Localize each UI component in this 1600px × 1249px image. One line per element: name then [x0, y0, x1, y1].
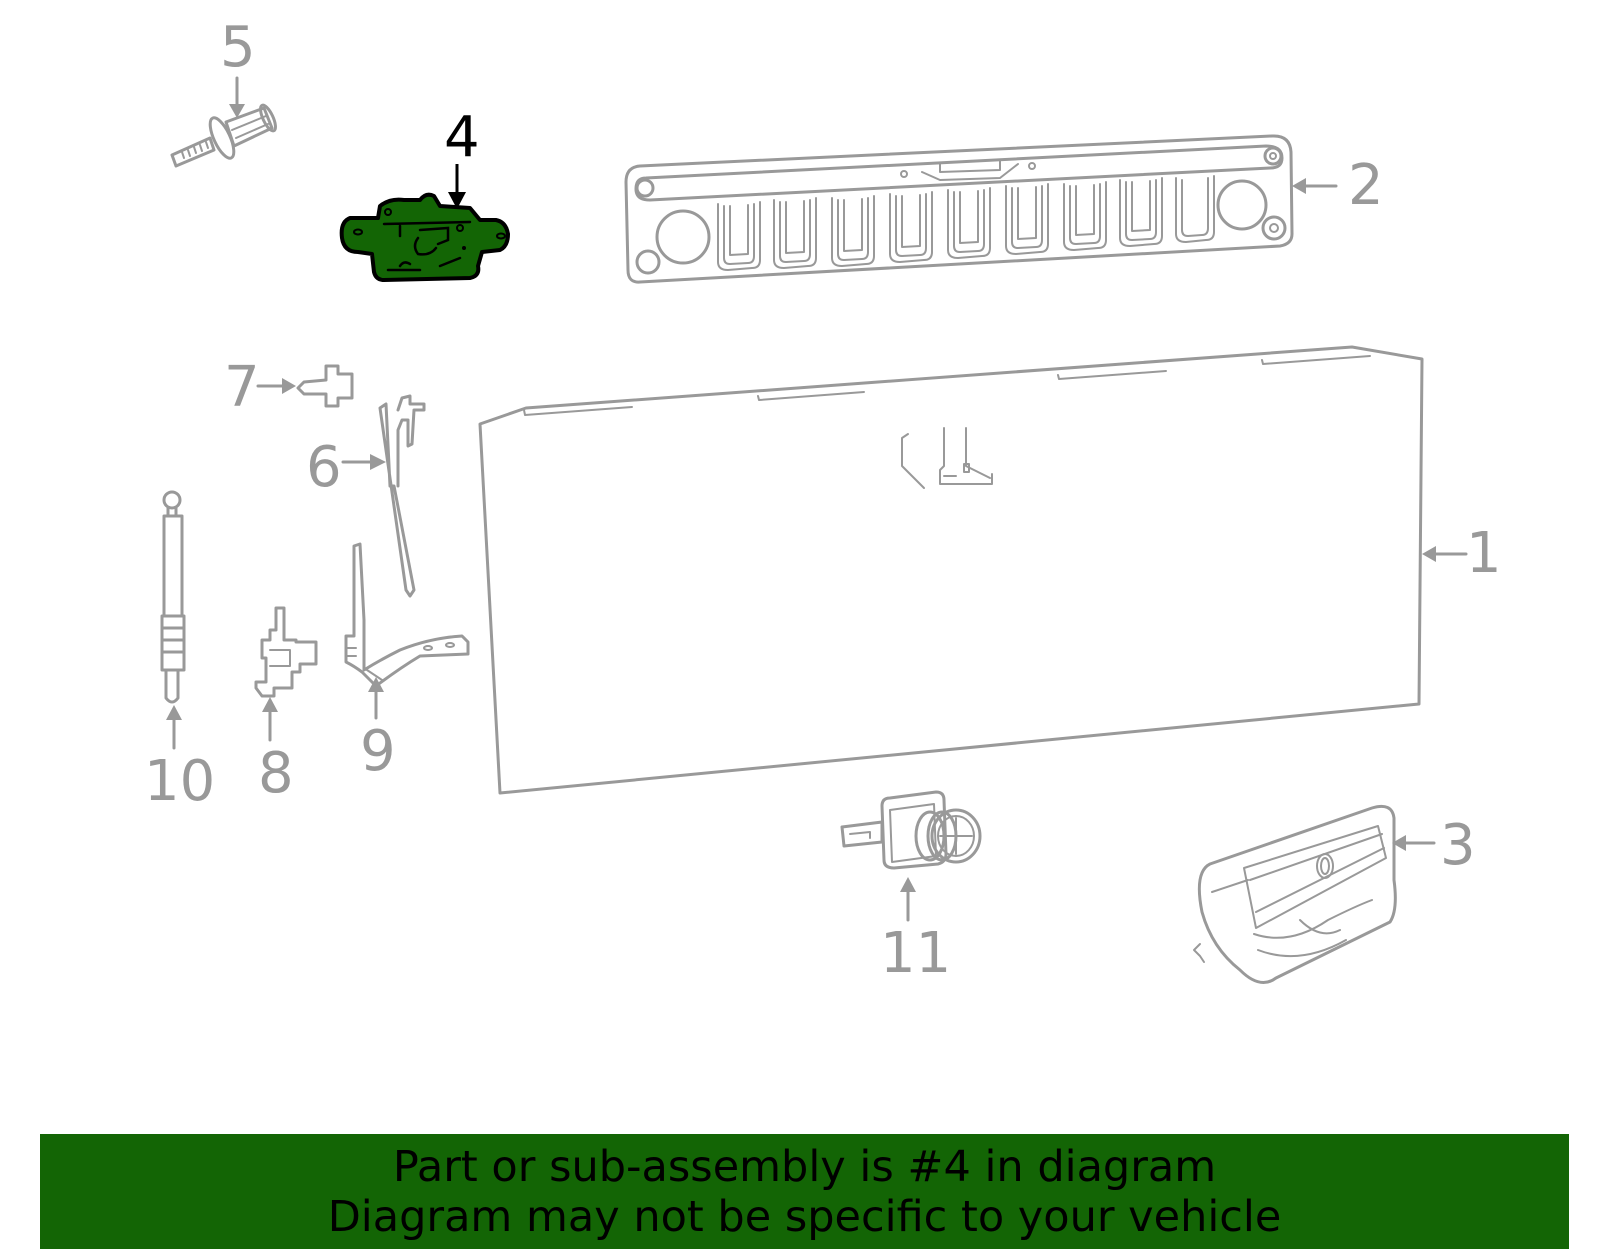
- banner-line-part-info: Part or sub-assembly is #4 in diagram: [392, 1141, 1217, 1192]
- callout-6[interactable]: 6: [306, 435, 342, 500]
- callout-2[interactable]: 2: [1348, 153, 1384, 218]
- part-6-latch-rod[interactable]: [341, 394, 426, 598]
- callout-5[interactable]: 5: [220, 15, 256, 80]
- callout-9[interactable]: 9: [360, 719, 396, 784]
- info-banner: Part or sub-assembly is #4 in diagram Di…: [40, 1134, 1569, 1249]
- callout-1[interactable]: 1: [1466, 521, 1502, 586]
- part-1-tailgate-panel[interactable]: [478, 345, 1468, 795]
- part-10-strut[interactable]: [160, 490, 186, 750]
- banner-line-disclaimer: Diagram may not be specific to your vehi…: [327, 1191, 1282, 1242]
- part-9-hinge-bracket[interactable]: [344, 542, 470, 720]
- part-3-handle-bezel[interactable]: [1193, 804, 1436, 984]
- callout-10[interactable]: 10: [144, 749, 216, 814]
- part-5-push-pin[interactable]: [170, 76, 278, 168]
- part-2-trim-panel[interactable]: [624, 134, 1338, 284]
- part-4-latch[interactable]: [339, 164, 510, 282]
- part-8-rod-clip[interactable]: [254, 606, 318, 742]
- part-11-camera[interactable]: [840, 790, 982, 922]
- trim-ribs: [717, 175, 1215, 271]
- callout-7[interactable]: 7: [224, 355, 260, 420]
- callout-8[interactable]: 8: [258, 741, 294, 806]
- callout-11[interactable]: 11: [880, 921, 952, 986]
- callout-4-highlighted[interactable]: 4: [444, 105, 480, 170]
- part-7-clip[interactable]: [256, 364, 354, 408]
- callout-3[interactable]: 3: [1440, 813, 1476, 878]
